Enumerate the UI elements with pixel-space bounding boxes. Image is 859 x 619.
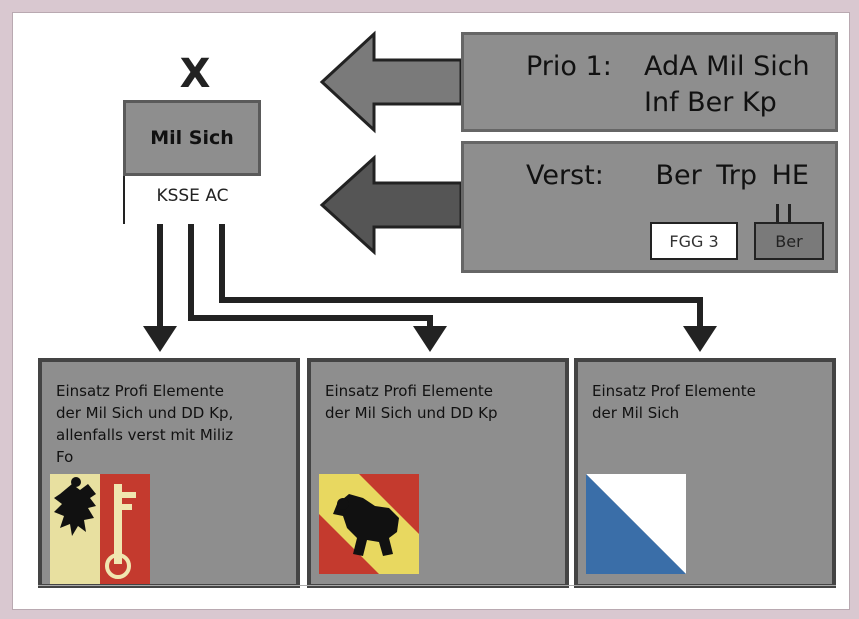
bern-coat-of-arms-icon xyxy=(319,474,419,574)
mission-3-line-1: Einsatz Prof Elemente xyxy=(592,382,756,400)
verst-label: Verst: xyxy=(526,160,604,191)
mission-2-line-1: Einsatz Profi Elemente xyxy=(325,382,494,400)
ber-label: Ber xyxy=(775,231,803,251)
mission-1-line-3: allenfalls verst mit Miliz xyxy=(56,426,234,444)
ber-box: Ber xyxy=(754,222,824,260)
geneva-coat-of-arms-icon xyxy=(50,474,150,584)
arrowhead-3 xyxy=(683,326,717,352)
connector-3 xyxy=(219,224,703,330)
fgg-box: FGG 3 xyxy=(650,222,738,260)
unit-name: Mil Sich xyxy=(150,127,234,149)
verst-arrow xyxy=(319,154,463,256)
unit-box: Mil Sich xyxy=(123,100,261,176)
unit-sub-label: KSSE AC xyxy=(156,186,229,206)
prio-line-1: AdA Mil Sich xyxy=(644,51,810,82)
ber-leg-right xyxy=(788,204,791,224)
bottom-rule xyxy=(38,585,836,586)
mission-1-line-1: Einsatz Profi Elemente xyxy=(56,382,225,400)
arrowhead-2 xyxy=(413,326,447,352)
mission-text-3: Einsatz Prof Elemente der Mil Sich xyxy=(592,380,756,424)
unit-size-symbol: X xyxy=(179,51,211,97)
prio-label: Prio 1: xyxy=(526,51,612,82)
mission-3-line-2: der Mil Sich xyxy=(592,404,680,422)
prio-arrow xyxy=(319,30,463,134)
mission-1-line-4: Fo xyxy=(56,448,74,466)
mission-box-3: Einsatz Prof Elemente der Mil Sich xyxy=(574,358,836,588)
verst-units: Ber Trp HE xyxy=(655,160,809,191)
verst-box: Verst: Ber Trp HE FGG 3 Ber xyxy=(461,141,838,273)
ber-leg-left xyxy=(776,204,779,224)
connector-2 xyxy=(188,224,433,330)
mission-2-line-2: der Mil Sich und DD Kp xyxy=(325,404,498,422)
mission-text-2: Einsatz Profi Elemente der Mil Sich und … xyxy=(325,380,497,424)
prio-line-2: Inf Ber Kp xyxy=(644,87,777,118)
fgg-label: FGG 3 xyxy=(669,231,719,251)
mission-1-line-2: der Mil Sich und DD Kp, xyxy=(56,404,234,422)
mission-text-1: Einsatz Profi Elemente der Mil Sich und … xyxy=(56,380,233,468)
mission-box-1: Einsatz Profi Elemente der Mil Sich und … xyxy=(38,358,300,588)
prio-box: Prio 1: AdA Mil Sich Inf Ber Kp xyxy=(461,32,838,132)
mission-box-2: Einsatz Profi Elemente der Mil Sich und … xyxy=(307,358,569,588)
unit-stem xyxy=(123,176,125,224)
zurich-coat-of-arms-icon xyxy=(586,474,686,574)
arrowhead-1 xyxy=(143,326,177,352)
